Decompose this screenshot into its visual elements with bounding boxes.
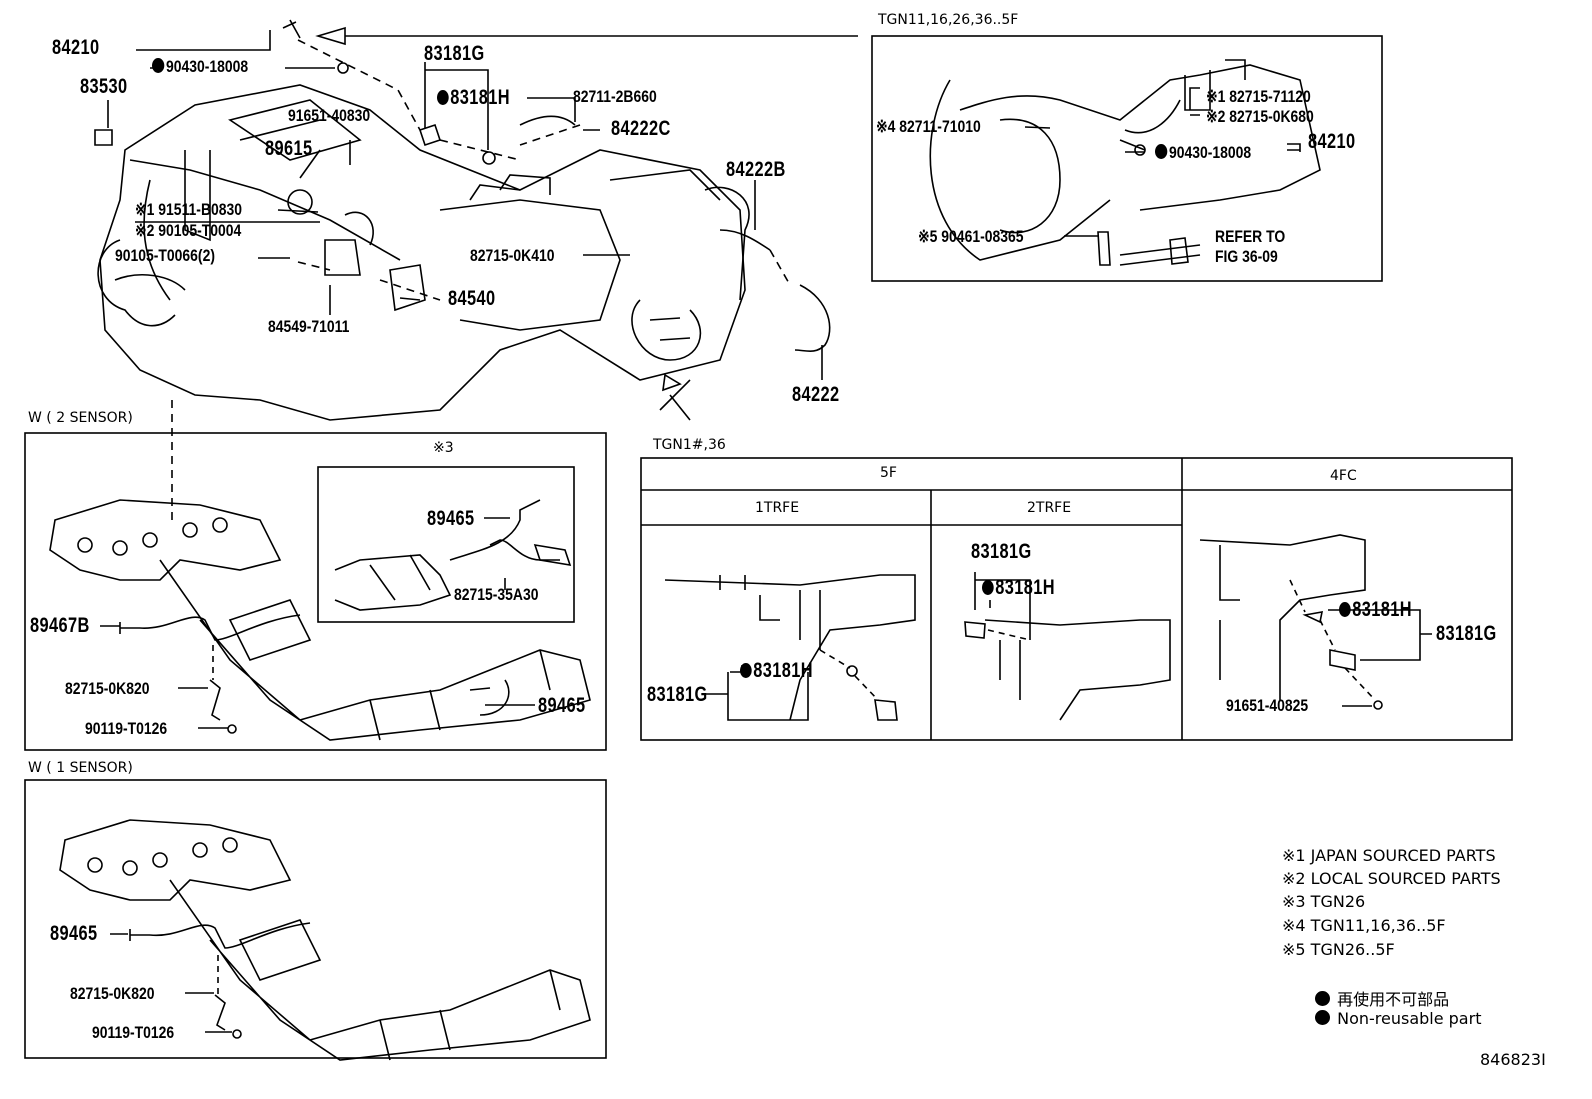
legend-note-2: ※2 LOCAL SOURCED PARTS [1282, 869, 1501, 888]
part-84210-b[interactable]: 84210 [1308, 130, 1356, 153]
part-82711-2b660[interactable]: 82711-2B660 [573, 87, 657, 106]
part-90119-t0126-w2[interactable]: 90119-T0126 [85, 719, 168, 738]
part-89465-w1[interactable]: 89465 [50, 922, 98, 945]
non-reusable-dot-icon [1339, 602, 1351, 617]
part-83181h-2trfe[interactable]: 83181H [982, 576, 1055, 600]
part-91651-40830[interactable]: 91651-40830 [288, 106, 371, 125]
part-82711-71010[interactable]: ※4 82711-71010 [876, 117, 981, 136]
part-90430-18008-b[interactable]: 90430-18008 [1155, 143, 1251, 163]
legend-non-reusable-en: Non-reusable part [1315, 1009, 1481, 1028]
legend-note-1: ※1 JAPAN SOURCED PARTS [1282, 846, 1496, 865]
legend-note-4: ※4 TGN11,16,36..5F [1282, 916, 1446, 935]
legend-jp-text: 再使用不可部品 [1337, 990, 1450, 1009]
non-reusable-dot-icon [1315, 991, 1330, 1006]
table-header-4fc: 4FC [1330, 468, 1357, 484]
part-number-text: 83181H [1352, 598, 1412, 621]
part-84549-71011[interactable]: 84549-71011 [268, 317, 350, 336]
part-90430-18008[interactable]: 90430-18008 [152, 57, 248, 77]
part-83181g-2trfe[interactable]: 83181G [971, 540, 1032, 563]
label-note3: ※3 [433, 440, 454, 456]
non-reusable-dot-icon [152, 58, 165, 73]
legend-non-reusable-jp: 再使用不可部品 [1315, 986, 1449, 1010]
part-83181g-1trfe[interactable]: 83181G [647, 683, 708, 706]
part-90461-08365[interactable]: ※5 90461-08365 [918, 227, 1024, 246]
part-91651-40825[interactable]: 91651-40825 [1226, 696, 1309, 715]
part-number-text: 83181H [995, 576, 1055, 599]
part-89615[interactable]: 89615 [265, 137, 313, 160]
part-84222c[interactable]: 84222C [611, 117, 671, 140]
label-tgn1x: TGN1#,36 [653, 437, 726, 453]
part-83181h-1trfe[interactable]: 83181H [740, 659, 813, 683]
part-83181h[interactable]: 83181H [437, 86, 510, 110]
part-83530[interactable]: 83530 [80, 75, 128, 98]
part-84222[interactable]: 84222 [792, 383, 840, 406]
part-84210[interactable]: 84210 [52, 36, 100, 59]
table-header-1trfe: 1TRFE [755, 500, 800, 516]
part-90105-t0066[interactable]: 90105-T0066(2) [115, 246, 215, 265]
part-89467b[interactable]: 89467B [30, 614, 90, 637]
non-reusable-dot-icon [740, 663, 752, 678]
non-reusable-dot-icon [982, 580, 994, 595]
table-header-2trfe: 2TRFE [1027, 500, 1072, 516]
non-reusable-dot-icon [1155, 144, 1168, 159]
part-90119-t0126-w1[interactable]: 90119-T0126 [92, 1023, 175, 1042]
part-number-text: 90430-18008 [165, 57, 249, 76]
part-90105-t0004[interactable]: ※2 90105-T0004 [135, 221, 242, 240]
part-91511-b0830[interactable]: ※1 91511-B0830 [135, 200, 243, 219]
part-82715-35a30[interactable]: 82715-35A30 [454, 585, 539, 604]
part-82715-0k410[interactable]: 82715-0K410 [470, 246, 555, 265]
part-84540[interactable]: 84540 [448, 287, 496, 310]
part-number-text: 83181H [753, 659, 813, 682]
part-83181g-4fc[interactable]: 83181G [1436, 622, 1497, 645]
legend-note-3: ※3 TGN26 [1282, 892, 1366, 911]
label-w-2-sensor: W ( 2 SENSOR) [28, 410, 133, 426]
part-89465-note3[interactable]: 89465 [427, 507, 475, 530]
part-84222b[interactable]: 84222B [726, 158, 786, 181]
refer-fig-label[interactable]: FIG 36-09 [1215, 247, 1278, 266]
non-reusable-dot-icon [1315, 1010, 1330, 1025]
part-83181h-4fc[interactable]: 83181H [1339, 598, 1412, 622]
table-header-5f: 5F [880, 465, 897, 481]
label-w-1-sensor: W ( 1 SENSOR) [28, 760, 133, 776]
part-82715-0k820-w1[interactable]: 82715-0K820 [70, 984, 155, 1003]
refer-to-label: REFER TO [1215, 227, 1286, 246]
part-83181g[interactable]: 83181G [424, 42, 485, 65]
part-82715-0k820-w2[interactable]: 82715-0K820 [65, 679, 150, 698]
figure-id: 846823I [1480, 1050, 1546, 1069]
non-reusable-dot-icon [437, 90, 449, 105]
legend-note-5: ※5 TGN26..5F [1282, 940, 1395, 959]
legend-en-text: Non-reusable part [1337, 1009, 1482, 1028]
part-82715-0k680[interactable]: ※2 82715-0K680 [1206, 107, 1314, 126]
part-number-text: 90430-18008 [1168, 143, 1252, 162]
part-89465-w2[interactable]: 89465 [538, 694, 586, 717]
label-tgn-5f: TGN11,16,26,36..5F [878, 12, 1019, 28]
part-82715-71120[interactable]: ※1 82715-71120 [1206, 87, 1311, 106]
part-number-text: 83181H [450, 86, 510, 109]
